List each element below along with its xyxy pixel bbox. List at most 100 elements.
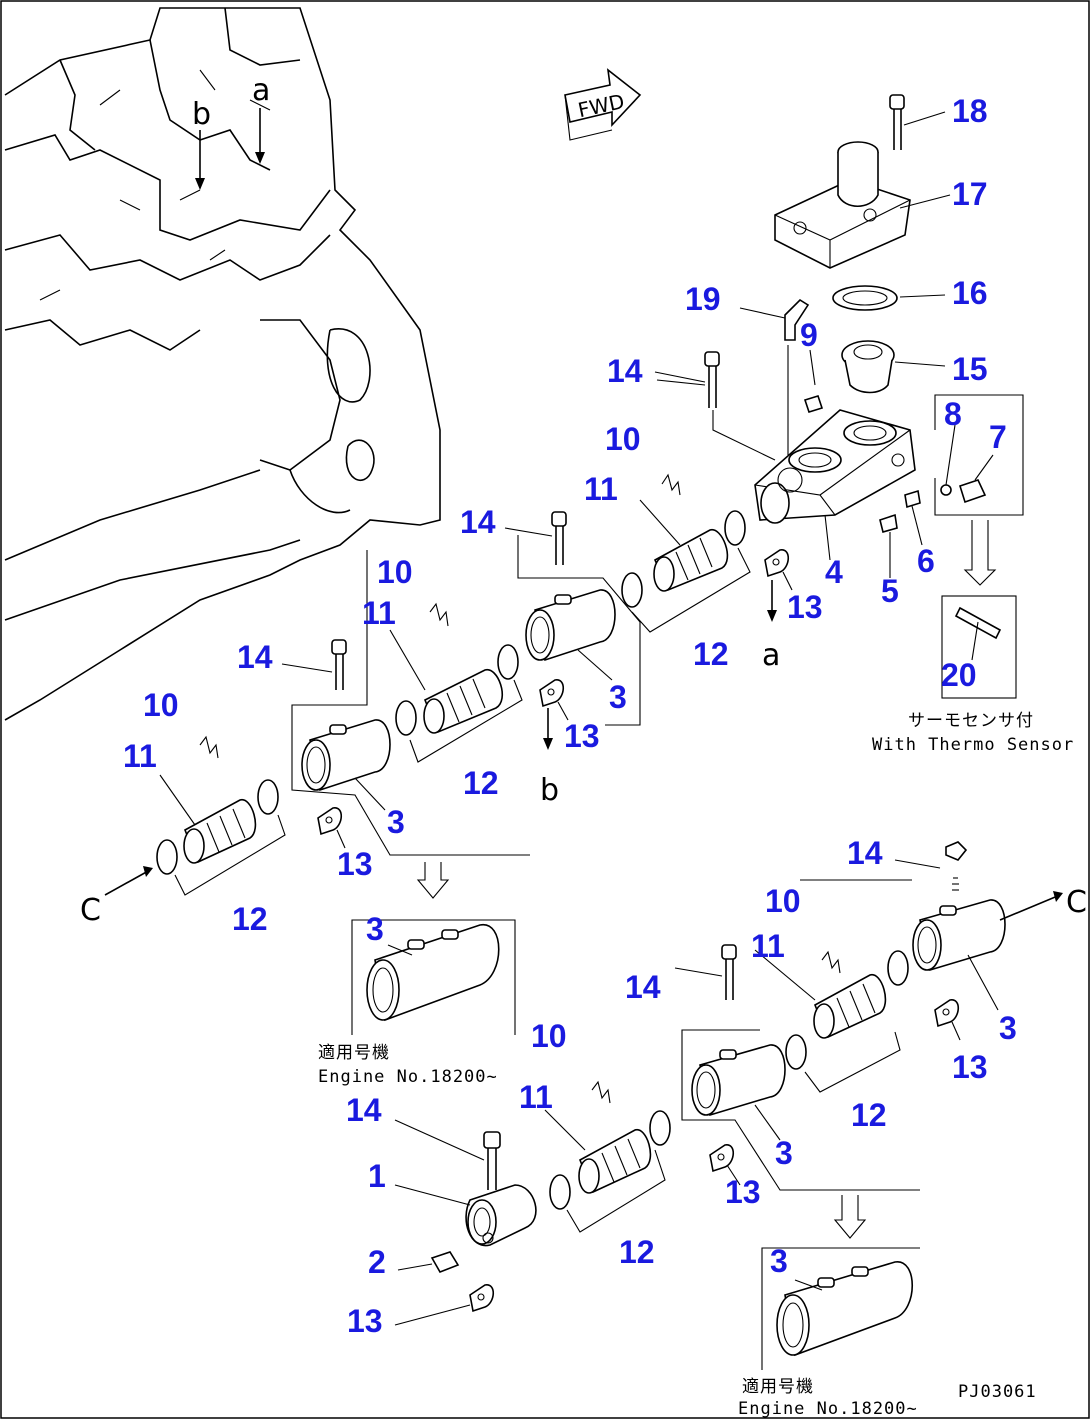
gasket-13-d bbox=[934, 999, 961, 1041]
callout-12: 12 bbox=[619, 1234, 655, 1270]
callout-labels: 18 17 16 15 19 9 14 8 7 10 11 14 4 6 5 1… bbox=[123, 93, 1017, 1339]
callout-3: 3 bbox=[775, 1135, 793, 1171]
callout-9: 9 bbox=[800, 317, 818, 353]
callout-14: 14 bbox=[607, 353, 643, 389]
bracket-line-b bbox=[291, 550, 530, 856]
hose-connector-upper bbox=[621, 473, 751, 633]
pipe-3-lower-right bbox=[912, 899, 1006, 1011]
callout-12: 12 bbox=[693, 636, 729, 672]
callout-13: 13 bbox=[787, 589, 823, 625]
callout-10: 10 bbox=[531, 1018, 567, 1054]
svg-text:a: a bbox=[762, 638, 780, 673]
bolt-14-e bbox=[674, 944, 737, 1000]
callout-7: 7 bbox=[989, 419, 1007, 455]
bolt-14-f bbox=[394, 1119, 501, 1190]
callout-13: 13 bbox=[725, 1174, 761, 1210]
bolt-14-b bbox=[504, 511, 567, 565]
bolt-14-d bbox=[894, 841, 968, 891]
callout-11: 11 bbox=[584, 471, 618, 507]
svg-text:C: C bbox=[1066, 885, 1087, 920]
callout-6: 6 bbox=[917, 543, 935, 579]
gasket-13-c bbox=[317, 807, 346, 849]
gasket-13-f bbox=[394, 1284, 495, 1326]
pipe-3-middle bbox=[301, 719, 391, 811]
small-plugs bbox=[879, 489, 923, 578]
callout-3: 3 bbox=[366, 911, 384, 947]
callout-13: 13 bbox=[337, 846, 373, 882]
callout-10: 10 bbox=[605, 421, 641, 457]
view-arrow-a-top: a bbox=[252, 73, 270, 164]
callout-20: 20 bbox=[941, 657, 977, 693]
hose-connector-left bbox=[156, 735, 286, 896]
engine-note-1-jp: 適用号機 bbox=[318, 1043, 390, 1063]
notes: サーモセンサ付 With Thermo Sensor 適用号機 Engine N… bbox=[318, 711, 1074, 1419]
callout-19: 19 bbox=[685, 281, 721, 317]
callout-3: 3 bbox=[609, 679, 627, 715]
svg-text:b: b bbox=[192, 97, 211, 132]
callout-14: 14 bbox=[847, 835, 883, 871]
callout-2: 2 bbox=[368, 1244, 386, 1280]
hose-connector-lower-right bbox=[785, 950, 909, 1093]
callout-11: 11 bbox=[519, 1079, 553, 1115]
callout-11: 11 bbox=[751, 928, 785, 964]
thermo-sensor-detail bbox=[941, 595, 1017, 699]
thermostat-housing bbox=[754, 395, 916, 561]
callout-13: 13 bbox=[347, 1303, 383, 1339]
callout-14: 14 bbox=[346, 1092, 382, 1128]
cover-gasket bbox=[832, 285, 898, 311]
gasket-13-a: a bbox=[762, 549, 793, 673]
bolt-14-c bbox=[281, 639, 347, 690]
callout-11: 11 bbox=[362, 595, 396, 631]
drain-plug bbox=[397, 1251, 460, 1273]
hose-connector-middle bbox=[395, 602, 523, 763]
callout-1: 1 bbox=[368, 1158, 386, 1194]
callout-14: 14 bbox=[460, 504, 496, 540]
thermo-sensor-box bbox=[934, 394, 1024, 586]
view-arrow-c-right: C bbox=[999, 885, 1087, 921]
thermo-note-en: With Thermo Sensor bbox=[872, 735, 1074, 755]
svg-text:b: b bbox=[540, 773, 559, 808]
drawing-code: PJ03061 bbox=[958, 1382, 1037, 1402]
callout-11: 11 bbox=[123, 738, 157, 774]
engine-note-2-jp: 適用号機 bbox=[742, 1377, 814, 1397]
callout-14: 14 bbox=[237, 639, 273, 675]
svg-text:C: C bbox=[80, 893, 101, 928]
callout-12: 12 bbox=[463, 765, 499, 801]
callout-3: 3 bbox=[770, 1243, 788, 1279]
leader-lines bbox=[159, 379, 816, 1151]
callout-12: 12 bbox=[232, 901, 268, 937]
callout-15: 15 bbox=[952, 351, 988, 387]
callout-3: 3 bbox=[999, 1010, 1017, 1046]
cover-bolt bbox=[889, 94, 946, 150]
callout-13: 13 bbox=[952, 1049, 988, 1085]
engine-note-1-en: Engine No.18200~ bbox=[318, 1067, 498, 1087]
thermo-note-jp: サーモセンサ付 bbox=[908, 711, 1034, 731]
svg-text:a: a bbox=[252, 73, 270, 108]
callout-5: 5 bbox=[881, 573, 899, 609]
thermostat-cover bbox=[774, 141, 911, 269]
callout-10: 10 bbox=[765, 883, 801, 919]
thermostat bbox=[841, 340, 946, 394]
elbow-fitting bbox=[739, 298, 816, 455]
callout-4: 4 bbox=[825, 554, 843, 590]
callout-8: 8 bbox=[944, 396, 962, 432]
gasket-13-e bbox=[709, 1144, 741, 1186]
pipe-3-upper bbox=[525, 589, 616, 681]
engine-note-2-en: Engine No.18200~ bbox=[738, 1399, 918, 1419]
callout-3: 3 bbox=[387, 804, 405, 840]
callout-16: 16 bbox=[952, 275, 988, 311]
pipe-detail-box-1 bbox=[351, 862, 516, 1035]
callout-12: 12 bbox=[851, 1097, 887, 1133]
callout-10: 10 bbox=[377, 554, 413, 590]
gasket-13-b: b bbox=[539, 679, 569, 808]
bracket-line-a bbox=[517, 535, 641, 726]
callout-10: 10 bbox=[143, 687, 179, 723]
hose-connector-lower-middle bbox=[549, 1080, 671, 1233]
view-arrow-c-left: C bbox=[80, 866, 153, 928]
callout-17: 17 bbox=[952, 176, 988, 212]
pipe-detail-box-2 bbox=[761, 1195, 920, 1370]
view-arrow-b-top: b bbox=[192, 97, 211, 190]
pipe-3-lower-middle bbox=[691, 1044, 786, 1141]
callout-18: 18 bbox=[952, 93, 988, 129]
